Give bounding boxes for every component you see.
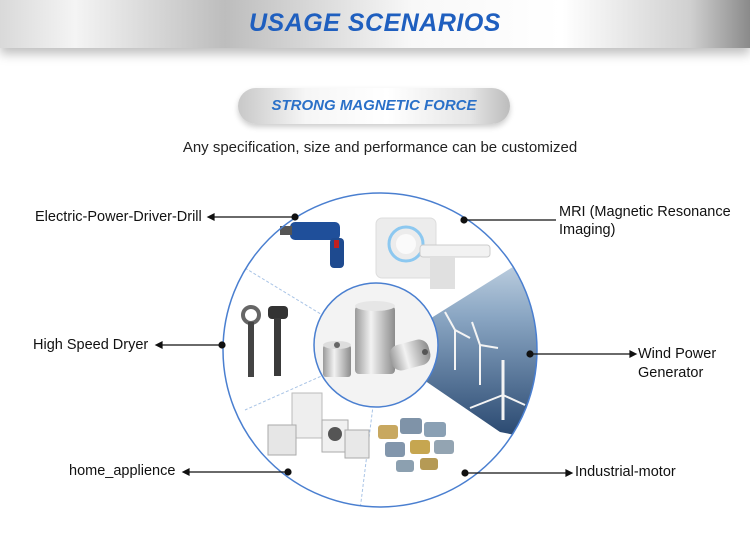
label-wind: Wind Power xyxy=(638,346,717,362)
label-drill: Electric-Power-Driver-Drill xyxy=(35,209,202,225)
section-subtitle: Any specification, size and performance … xyxy=(182,139,578,156)
wind-turbine-image xyxy=(444,311,526,420)
outer-circle xyxy=(222,192,538,508)
mri-image xyxy=(375,217,491,289)
wind-sector xyxy=(380,250,537,440)
page-title: USAGE SCENARIOS xyxy=(249,9,501,37)
header-banner: USAGE SCENARIOS xyxy=(0,0,750,48)
label-mri-line2: Imaging) xyxy=(559,222,616,238)
connectors xyxy=(154,213,638,477)
label-industrial-motor: Industrial-motor xyxy=(575,464,676,480)
center-magnets-image xyxy=(313,282,439,408)
industrial-motor-image xyxy=(378,418,454,472)
drill-image xyxy=(280,222,344,268)
label-dryer: High Speed Dryer xyxy=(33,337,149,353)
dryer-image xyxy=(241,305,288,377)
label-mri: MRI (Magnetic Resonance xyxy=(559,204,731,220)
label-wind-line2: Generator xyxy=(638,365,704,381)
section-badge-label: STRONG MAGNETIC FORCE xyxy=(271,97,477,114)
home-appliance-image xyxy=(267,392,370,459)
section-badge: STRONG MAGNETIC FORCE xyxy=(238,88,510,124)
label-home-appliance: home_applience xyxy=(69,463,176,479)
